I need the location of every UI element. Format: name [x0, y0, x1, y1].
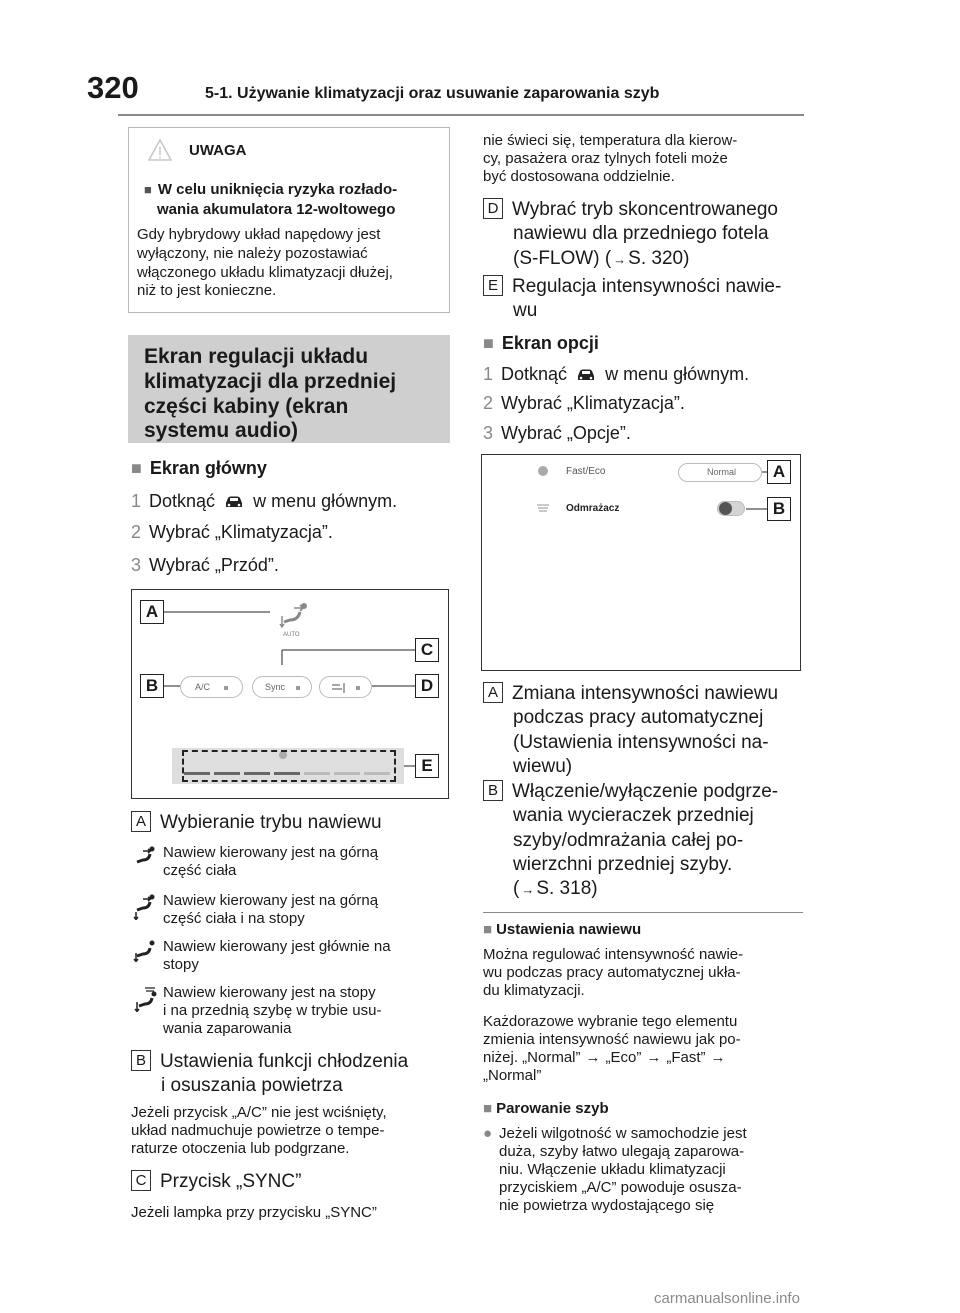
- airflow-auto-icon: [279, 603, 307, 629]
- arrow-icon: →: [521, 882, 535, 898]
- arrow-icon: →: [710, 1049, 726, 1066]
- watermark: carmanualsonline.info: [654, 1290, 800, 1307]
- climate-options-figure: Fast/Eco Normal Odmrażacz A B: [481, 454, 801, 671]
- dashed-highlight: [182, 750, 396, 782]
- car-icon: [578, 369, 595, 381]
- def-c-body: Jeżeli lampka przy przycisku „SYNC”: [131, 1204, 377, 1221]
- defog-heading: ■Parowanie szyb: [483, 1100, 609, 1117]
- defroster-toggle[interactable]: [717, 501, 745, 516]
- right-top-text: nie świeci się, temperatura dla kierow-c…: [483, 132, 738, 185]
- airflow-face-icon: [136, 846, 155, 864]
- main-screen-heading: ■Ekran główny: [131, 458, 267, 478]
- header-rule: [118, 114, 804, 116]
- climate-main-screen-figure: AUTO A/C Sync A B C D E: [131, 589, 449, 799]
- callout-d: D: [415, 674, 439, 698]
- defroster-label: Odmrażacz: [566, 503, 620, 514]
- section-rule: [483, 912, 803, 913]
- fan-speed-bar[interactable]: [184, 772, 394, 775]
- airflow-face-feet-icon: [133, 894, 155, 920]
- airflow-feet-defrost-icon: [134, 987, 157, 1012]
- callout-a: A: [140, 600, 164, 624]
- callout-a: A: [767, 460, 791, 484]
- arrow-icon: →: [585, 1049, 601, 1066]
- fast-eco-label: Fast/Eco: [566, 466, 606, 477]
- car-icon: [226, 496, 243, 508]
- arrow-icon: →: [646, 1049, 662, 1066]
- callout-b: B: [140, 674, 164, 698]
- chapter-title: 5-1. Używanie klimatyzacji oraz usuwanie…: [205, 85, 660, 102]
- warning-box: UWAGA ■W celu uniknięcia ryzyka rozłado-…: [128, 127, 450, 313]
- figure-lines: [746, 471, 767, 510]
- square-bullet-icon: ■: [483, 921, 493, 938]
- circle-bullet-icon: ●: [483, 1125, 493, 1142]
- callout-e: E: [415, 754, 439, 778]
- fan-mode-selector[interactable]: Normal: [678, 463, 762, 482]
- warning-triangle-icon: [147, 138, 173, 161]
- s-flow-icon: [332, 683, 345, 693]
- page-number: 320: [87, 70, 139, 105]
- callout-c: C: [415, 638, 439, 662]
- defroster-icon: [537, 504, 549, 512]
- warning-subtitle: ■W celu uniknięcia ryzyka rozłado-wania …: [144, 181, 398, 218]
- square-bullet-icon: ■: [483, 1100, 493, 1117]
- callout-b: B: [767, 497, 791, 521]
- ac-button[interactable]: A/C: [180, 676, 243, 698]
- airflow-feet-icon: [133, 940, 155, 962]
- arrow-icon: →: [613, 251, 627, 267]
- figure-lines: [164, 611, 415, 767]
- square-bullet-icon: ■: [144, 182, 152, 197]
- fan-icon: [279, 751, 287, 759]
- s-flow-button[interactable]: [319, 676, 372, 698]
- square-bullet-icon: ■: [483, 333, 494, 353]
- fan-settings-p1: Można regulować intensywność nawie-wu po…: [483, 946, 744, 999]
- fan-speed-area: [172, 748, 404, 784]
- options-screen-heading: ■Ekran opcji: [483, 333, 599, 353]
- fan-settings-heading: ■Ustawienia nawiewu: [483, 921, 642, 938]
- def-b-body: Jeżeli przycisk „A/C” nie jest wciśnięty…: [131, 1104, 387, 1157]
- sync-button[interactable]: Sync: [252, 676, 312, 698]
- warning-title: UWAGA: [189, 142, 247, 159]
- auto-text: AUTO: [283, 632, 300, 638]
- square-bullet-icon: ■: [131, 458, 142, 478]
- fan-icon: [538, 466, 548, 476]
